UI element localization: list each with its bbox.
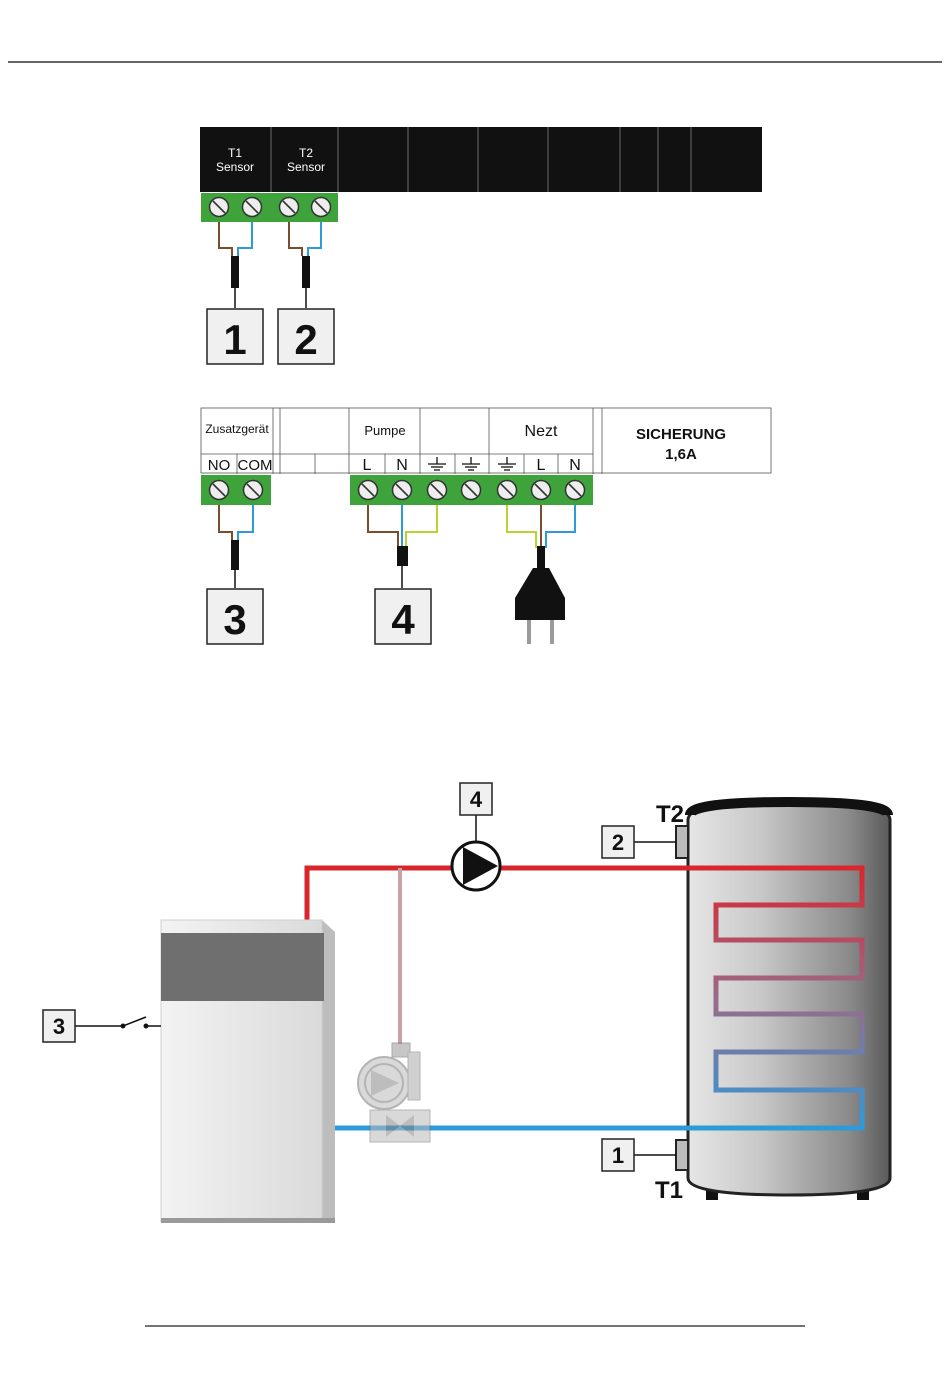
nezt-l-label: L (537, 457, 546, 474)
fuse-label: SICHERUNG (636, 426, 726, 443)
mains-cable (507, 505, 575, 568)
schematic-label-box-4: 4 (460, 783, 492, 815)
pumpe-label: Pumpe (364, 423, 405, 438)
sensor-terminal-block: T1 Sensor T2 Sensor (200, 127, 762, 192)
nezt-n-label: N (569, 457, 581, 474)
relay-cable (219, 505, 253, 588)
circulation-pump-icon (452, 815, 500, 890)
connection-box-4: 4 (375, 589, 431, 644)
t1-sensor-label: Sensor (216, 160, 254, 174)
nezt-label: Nezt (525, 423, 558, 440)
sensor-1-cable (219, 222, 252, 308)
auxiliary-switch-icon (75, 1017, 161, 1029)
sensor-t2-label: T2 (656, 801, 684, 828)
connection-box-3: 3 (207, 589, 263, 644)
schematic-label-3: 3 (53, 1014, 65, 1039)
sensor-t2: 2 T2 (602, 801, 688, 858)
earth-icon (428, 457, 516, 470)
pump-cable (368, 505, 437, 588)
pumpe-n-label: N (396, 457, 408, 474)
mains-plug-icon (515, 568, 565, 644)
connection-number-1: 1 (223, 316, 246, 363)
boiler (161, 920, 335, 1223)
connection-number-3: 3 (223, 596, 246, 643)
connection-box-2: 2 (278, 309, 334, 364)
output-screw-terminals (201, 475, 593, 505)
t1-label: T1 (228, 146, 242, 160)
t2-label: T2 (299, 146, 313, 160)
schematic-label-4: 4 (470, 787, 483, 812)
zusatzgeraet-label: Zusatzgerät (205, 422, 269, 436)
connection-number-4: 4 (391, 596, 415, 643)
sensor-t1-label: T1 (655, 1177, 683, 1204)
connection-number-2: 2 (294, 316, 317, 363)
sensor-t1: 1 T1 (602, 1139, 688, 1204)
schematic-label-1: 1 (612, 1143, 624, 1168)
pumpe-l-label: L (363, 457, 372, 474)
fuse-rating-label: 1,6A (665, 446, 697, 463)
sensor-2-cable (289, 222, 321, 308)
connection-box-1: 1 (207, 309, 263, 364)
no-label: NO (208, 457, 231, 474)
schematic-label-box-3: 3 (43, 1010, 75, 1042)
sensor-screw-terminals (201, 193, 338, 222)
schematic-label-2: 2 (612, 830, 624, 855)
com-label: COM (238, 457, 273, 474)
t2-sensor-label: Sensor (287, 160, 325, 174)
